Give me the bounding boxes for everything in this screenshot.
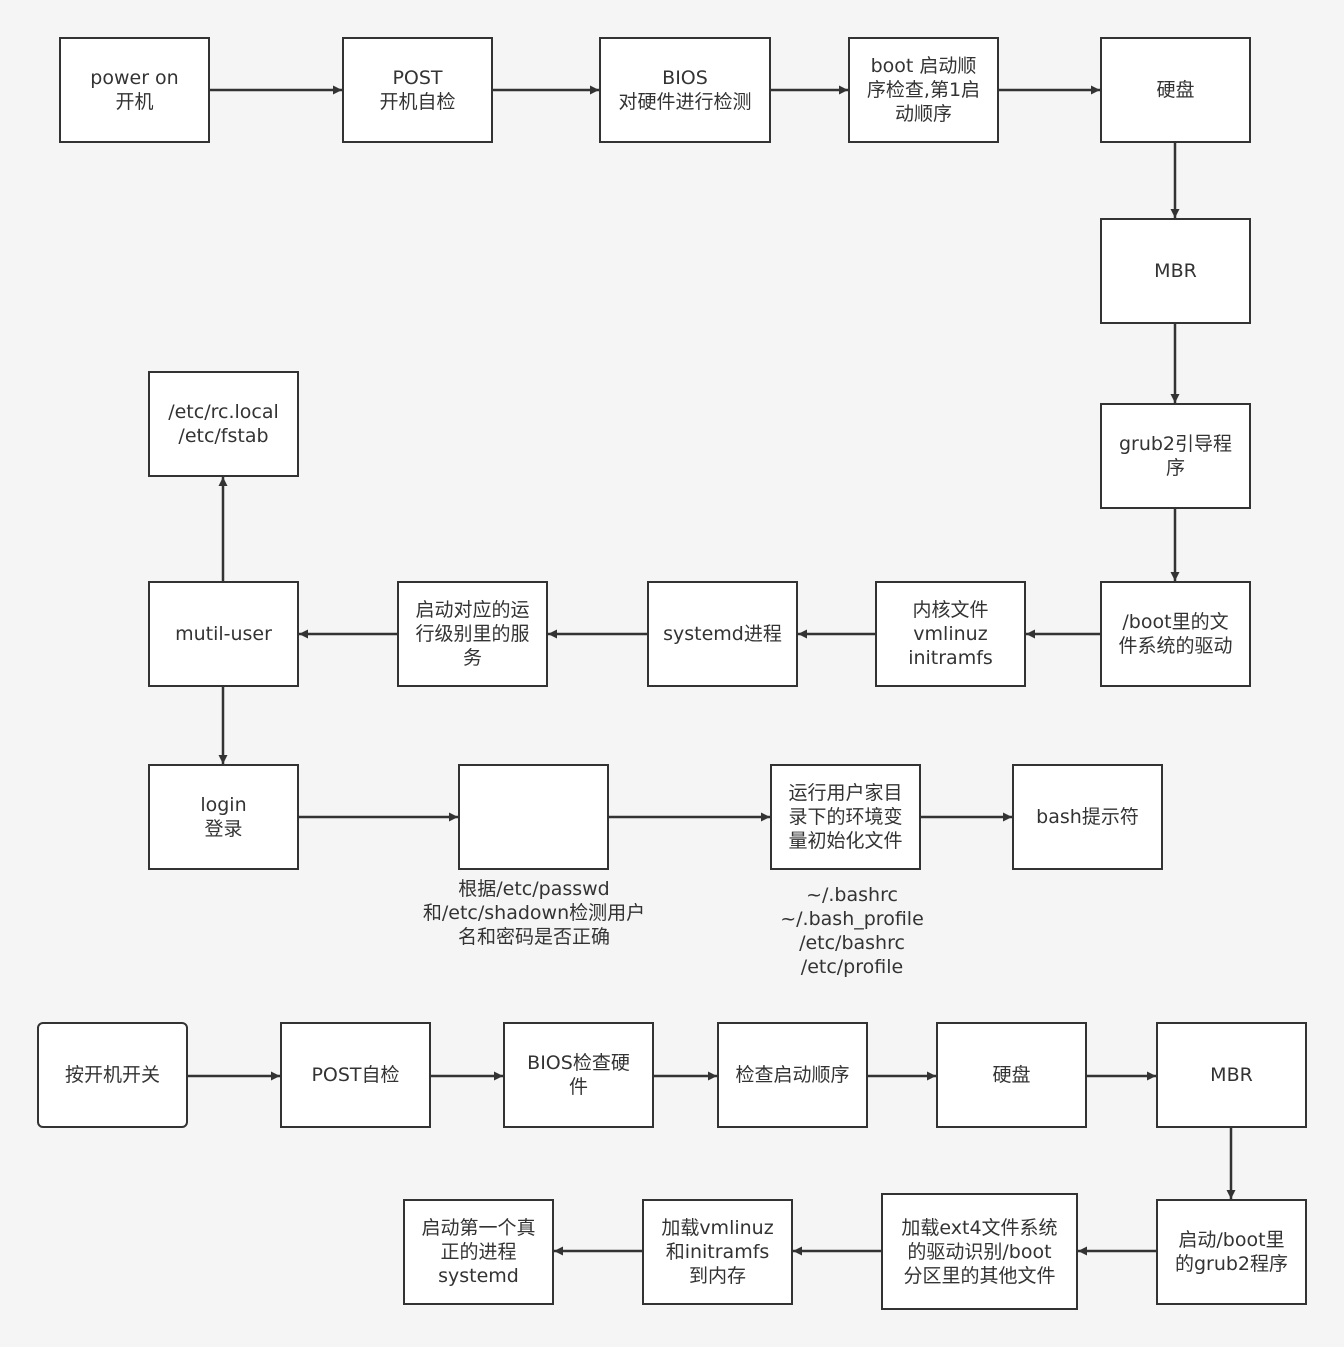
login-node: login 登录 — [148, 764, 299, 870]
boot-fs-driver-label: /boot里的文 件系统的驱动 — [1118, 611, 1233, 657]
post-node: POST 开机自检 — [342, 37, 493, 143]
ext4-driver-label: 加载ext4文件系统 的驱动识别/boot 分区里的其他文件 — [901, 1216, 1058, 1287]
kernel-label: 内核文件 vmlinuz initramfs — [908, 599, 993, 669]
grub2-node: grub2引导程 序 — [1100, 403, 1251, 509]
rc-local-label: /etc/rc.local /etc/fstab — [168, 401, 279, 447]
boot-fs-driver-node: /boot里的文 件系统的驱动 — [1100, 581, 1251, 687]
mbr-label: MBR — [1154, 260, 1197, 282]
bios2-node: BIOS检查硬 件 — [503, 1022, 654, 1128]
runlevel-services-node: 启动对应的运 行级别里的服 务 — [397, 581, 548, 687]
multi-user-node: mutil-user — [148, 581, 299, 687]
runlevel-services-label: 启动对应的运 行级别里的服 务 — [415, 599, 530, 669]
env-files-node: 运行用户家目 录下的环境变 量初始化文件 — [770, 764, 921, 870]
boot-order-label: boot 启动顺 序检查,第1启 动顺序 — [866, 55, 981, 125]
power-on-node: power on 开机 — [59, 37, 210, 143]
ext4-driver-node: 加载ext4文件系统 的驱动识别/boot 分区里的其他文件 — [881, 1193, 1078, 1310]
bash-prompt-node: bash提示符 — [1012, 764, 1163, 870]
systemd-node: systemd进程 — [647, 581, 798, 687]
bios-label: BIOS 对硬件进行检测 — [618, 67, 752, 113]
power-on-label: power on 开机 — [90, 67, 179, 113]
load-kernel-node: 加载vmlinuz 和initramfs 到内存 — [642, 1199, 793, 1305]
bash-prompt-label: bash提示符 — [1036, 806, 1139, 828]
disk2-node: 硬盘 — [936, 1022, 1087, 1128]
rc-local-node: /etc/rc.local /etc/fstab — [148, 371, 299, 477]
bios-node: BIOS 对硬件进行检测 — [599, 37, 771, 143]
env-files-label: 运行用户家目 录下的环境变 量初始化文件 — [788, 782, 903, 852]
systemd2-label: 启动第一个真 正的进程 systemd — [421, 1217, 536, 1287]
mbr2-label: MBR — [1210, 1064, 1253, 1086]
env-files-note: ~/.bashrc ~/.bash_profile /etc/bashrc /e… — [780, 884, 924, 978]
systemd2-node: 启动第一个真 正的进程 systemd — [403, 1199, 554, 1305]
boot-order2-label: 检查启动顺序 — [735, 1064, 850, 1086]
grub2-2-label: 启动/boot里 的grub2程序 — [1174, 1229, 1289, 1275]
disk-node: 硬盘 — [1100, 37, 1251, 143]
boot-order2-node: 检查启动顺序 — [717, 1022, 868, 1128]
mbr-node: MBR — [1100, 218, 1251, 324]
auth-check-note: 根据/etc/passwd 和/etc/shadown检测用户 名和密码是否正确 — [422, 878, 646, 948]
mbr2-node: MBR — [1156, 1022, 1307, 1128]
post-label: POST 开机自检 — [379, 67, 456, 113]
grub2-label: grub2引导程 序 — [1118, 433, 1233, 479]
auth-check-node — [458, 764, 609, 870]
disk2-label: 硬盘 — [992, 1064, 1031, 1086]
disk-label: 硬盘 — [1156, 79, 1195, 101]
bios2-label: BIOS检查硬 件 — [527, 1052, 630, 1098]
login-label: login 登录 — [200, 794, 247, 840]
post2-node: POST自检 — [280, 1022, 431, 1128]
load-kernel-label: 加载vmlinuz 和initramfs 到内存 — [661, 1217, 774, 1287]
kernel-node: 内核文件 vmlinuz initramfs — [875, 581, 1026, 687]
multi-user-label: mutil-user — [175, 623, 272, 645]
power-switch-node: 按开机开关 — [37, 1022, 188, 1128]
post2-label: POST自检 — [311, 1064, 400, 1086]
power-switch-label: 按开机开关 — [64, 1064, 160, 1086]
boot-order-node: boot 启动顺 序检查,第1启 动顺序 — [848, 37, 999, 143]
grub2-2-node: 启动/boot里 的grub2程序 — [1156, 1199, 1307, 1305]
systemd-label: systemd进程 — [663, 623, 782, 645]
